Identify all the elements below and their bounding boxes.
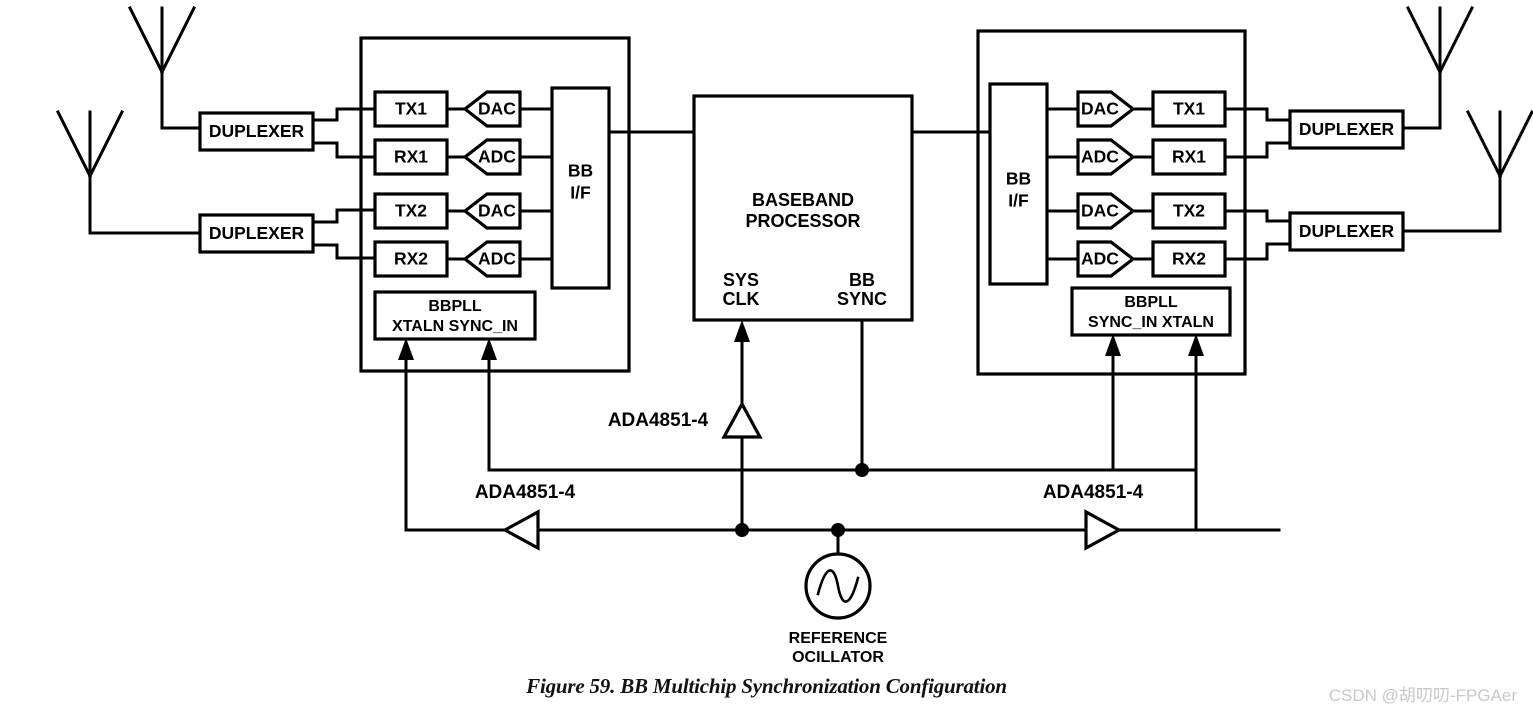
junction-dot-sysclk-tap xyxy=(735,523,749,537)
left-adc1-label: ADC xyxy=(478,147,516,167)
processor-sysclk-pin-line1: SYS xyxy=(723,270,759,290)
left-tx1-label: TX1 xyxy=(395,99,427,119)
amplifier-right[interactable] xyxy=(1084,509,1123,551)
left-tx2-label: TX2 xyxy=(395,201,427,221)
baseband-processor-label-1: BASEBAND xyxy=(752,190,854,210)
antenna-right-lower xyxy=(1401,109,1533,233)
right-adc2-block[interactable] xyxy=(1076,240,1136,278)
left-bbpll-syncin-input xyxy=(481,338,497,472)
right-bbpll-xtaln-input xyxy=(1188,334,1204,532)
duplexer-left-lower-label: DUPLEXER xyxy=(209,223,305,243)
antenna-right-upper xyxy=(1401,5,1475,130)
right-rx2-label: RX2 xyxy=(1172,249,1206,269)
right-dac1-block[interactable] xyxy=(1076,90,1136,128)
amplifier-sysclk-label: ADA4851-4 xyxy=(608,410,709,431)
right-tx2-label: TX2 xyxy=(1173,201,1205,221)
right-converter-links xyxy=(1045,107,1155,261)
junction-dot-bbsync xyxy=(855,463,869,477)
left-rx1-block[interactable] xyxy=(373,138,449,176)
left-dac2-label: DAC xyxy=(478,201,516,221)
watermark-text: CSDN @胡叨叨-FPGAer xyxy=(1328,686,1517,705)
left-bb-if-label-2: I/F xyxy=(570,183,591,203)
right-bbpll-pins: SYNC_IN XTALN xyxy=(1088,314,1214,331)
antenna-left-lower xyxy=(55,109,202,235)
right-adc1-block[interactable] xyxy=(1076,138,1136,176)
right-dac2-block[interactable] xyxy=(1076,192,1136,230)
left-dac1-block[interactable] xyxy=(462,90,522,128)
right-adc1-label: ADC xyxy=(1081,147,1119,167)
antenna-left-upper xyxy=(127,5,202,130)
left-rx2-label: RX2 xyxy=(394,249,428,269)
left-bbpll-pins: XTALN SYNC_IN xyxy=(392,318,518,335)
right-bb-if-block[interactable] xyxy=(988,82,1049,286)
right-bb-if-label-1: BB xyxy=(1006,169,1031,189)
left-chip-boundary xyxy=(359,36,631,373)
left-bbpll-xtaln-input xyxy=(398,338,414,532)
right-bb-if-label-2: I/F xyxy=(1008,191,1029,211)
left-bbpll-block[interactable] xyxy=(373,290,537,341)
duplexer-left-upper-links xyxy=(311,107,377,159)
processor-bbsync-pin-line2: SYNC xyxy=(837,289,887,309)
duplexer-right-lower-label: DUPLEXER xyxy=(1299,221,1395,241)
reference-oscillator[interactable] xyxy=(804,528,872,620)
right-bbpll-block[interactable] xyxy=(1070,286,1232,337)
duplexer-right-upper[interactable] xyxy=(1288,109,1405,150)
duplexer-right-upper-label: DUPLEXER xyxy=(1299,119,1395,139)
left-rx1-label: RX1 xyxy=(394,147,428,167)
sysclk-input-path xyxy=(734,320,750,532)
processor-sysclk-pin-line2: CLK xyxy=(723,289,760,309)
left-adc1-block[interactable] xyxy=(462,138,522,176)
right-adc2-label: ADC xyxy=(1081,249,1119,269)
duplexer-left-upper[interactable] xyxy=(198,111,315,152)
amplifier-right-label: ADA4851-4 xyxy=(1043,482,1144,503)
left-bb-if-block[interactable] xyxy=(550,86,611,290)
right-bbpll-syncin-input xyxy=(1105,334,1121,472)
figure-caption: Figure 59. BB Multichip Synchronization … xyxy=(526,674,1007,698)
left-bb-if-label-1: BB xyxy=(568,161,593,181)
left-adc2-block[interactable] xyxy=(462,240,522,278)
reference-oscillator-label-2: OCILLATOR xyxy=(792,649,884,666)
left-dac2-block[interactable] xyxy=(462,192,522,230)
left-tx2-block[interactable] xyxy=(373,192,449,230)
baseband-processor-block[interactable] xyxy=(692,94,914,322)
right-dac2-label: DAC xyxy=(1081,201,1119,221)
amplifier-sysclk-up[interactable] xyxy=(721,400,763,439)
right-tx1-label: TX1 xyxy=(1173,99,1205,119)
duplexer-left-lower-links xyxy=(311,208,377,260)
reference-oscillator-label-1: REFERENCE xyxy=(789,630,888,647)
duplexer-right-upper-links xyxy=(1223,107,1292,159)
right-dac1-label: DAC xyxy=(1081,99,1119,119)
left-adc2-label: ADC xyxy=(478,249,516,269)
amplifier-left-label: ADA4851-4 xyxy=(475,482,576,503)
processor-bbsync-pin-line1: BB xyxy=(849,270,875,290)
amplifier-left[interactable] xyxy=(501,509,540,551)
right-rx1-label: RX1 xyxy=(1172,147,1206,167)
left-dac1-label: DAC xyxy=(478,99,516,119)
left-bbpll-title: BBPLL xyxy=(428,298,482,315)
left-converter-links xyxy=(445,107,559,261)
duplexer-left-upper-label: DUPLEXER xyxy=(209,121,305,141)
duplexer-left-lower[interactable] xyxy=(198,213,315,254)
right-bbpll-title: BBPLL xyxy=(1124,294,1178,311)
duplexer-right-lower-links xyxy=(1223,209,1292,261)
baseband-processor-label-2: PROCESSOR xyxy=(745,211,860,231)
